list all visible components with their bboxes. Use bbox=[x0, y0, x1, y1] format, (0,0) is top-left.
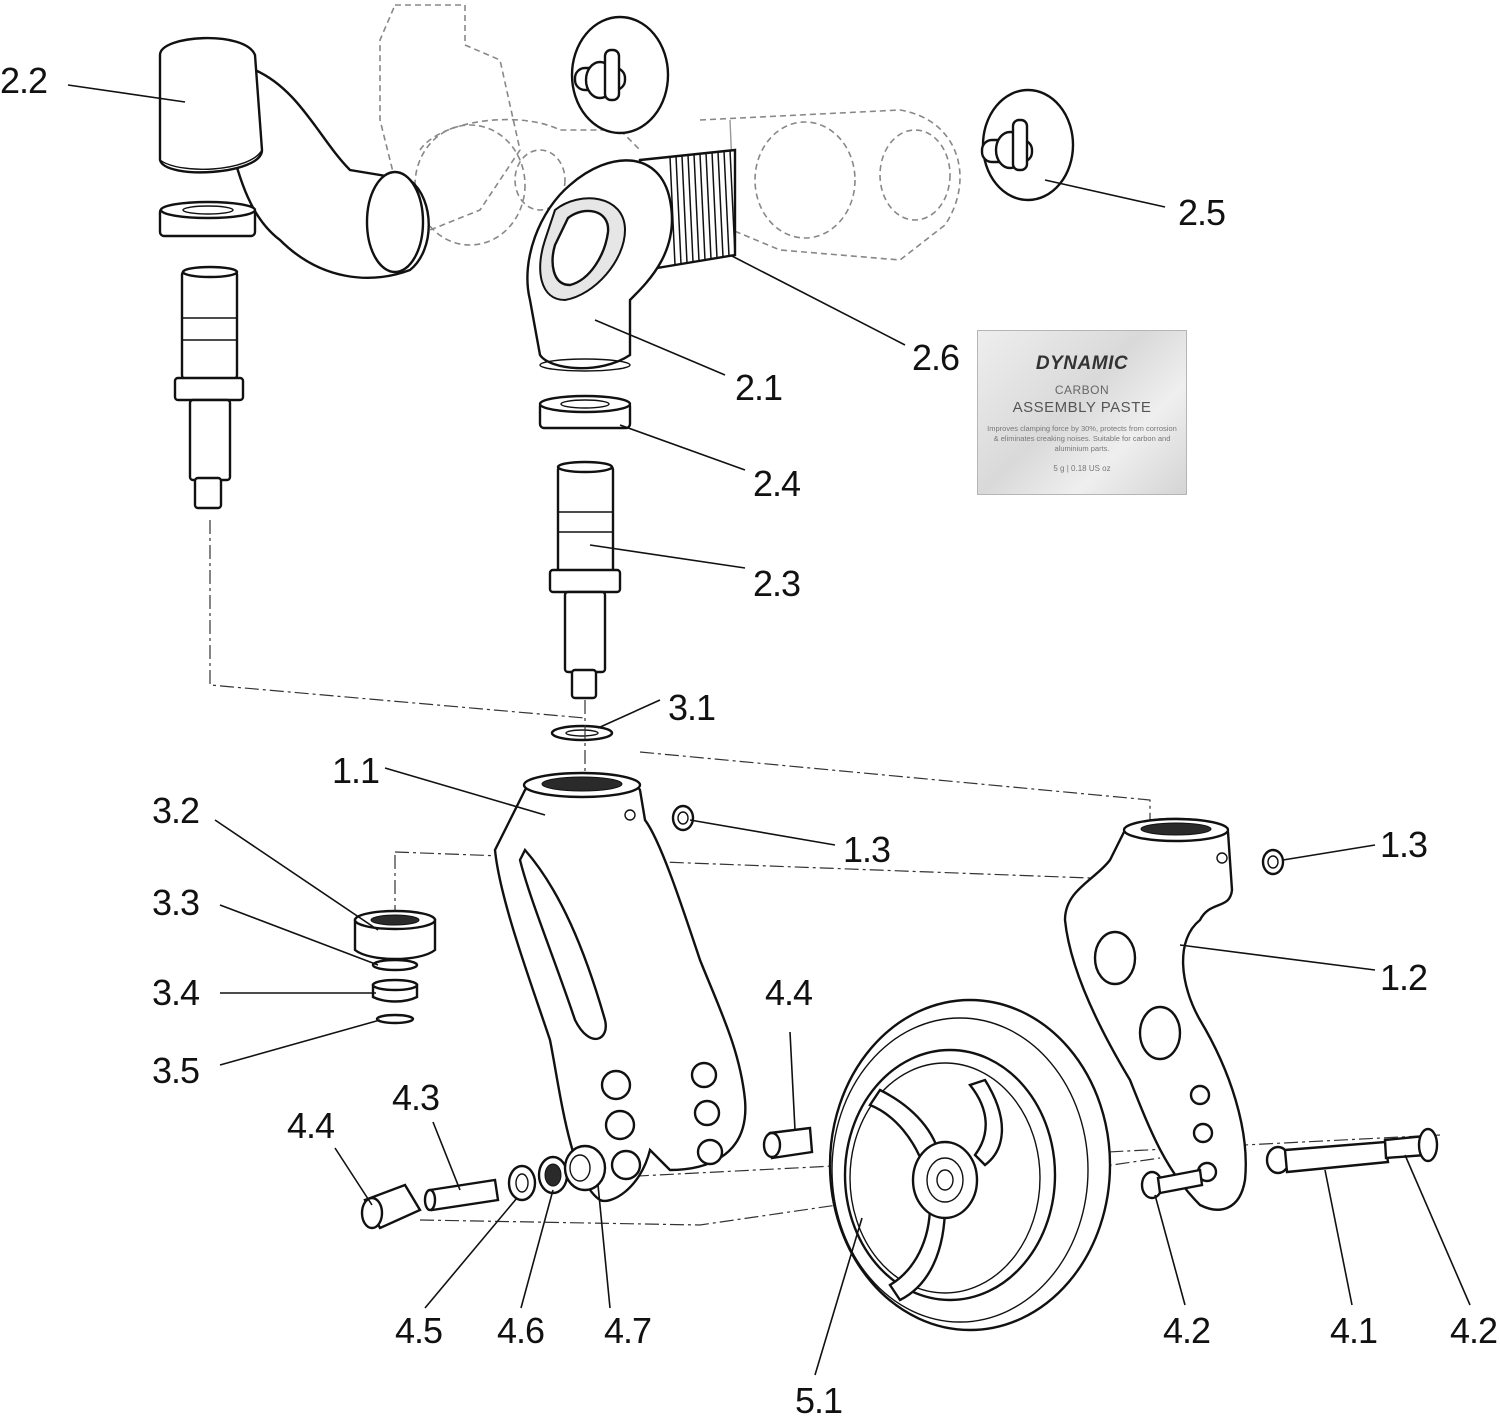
assembly-paste-packet: DYNAMIC CARBON ASSEMBLY PASTE Improves c… bbox=[977, 330, 1187, 495]
collar-2-4 bbox=[538, 394, 632, 430]
label-2-5: 2.5 bbox=[1178, 192, 1225, 233]
post-2-3 bbox=[548, 460, 622, 700]
label-2-4: 2.4 bbox=[753, 463, 800, 504]
leader-lines bbox=[67, 84, 1471, 1376]
nut-1-3-left bbox=[671, 804, 695, 832]
fork-leg-1-2 bbox=[1063, 817, 1247, 1211]
paste-weight: 5 g | 0.18 US oz bbox=[1053, 464, 1111, 473]
axle-4-1 bbox=[1265, 1140, 1390, 1175]
post-left bbox=[173, 265, 245, 510]
callouts: 2.2 2.5 2.6 2.1 2.4 2.3 3.1 1.1 1.3 1.3 … bbox=[0, 60, 1498, 1421]
label-1-3-left: 1.3 bbox=[843, 829, 890, 870]
label-2-3: 2.3 bbox=[753, 563, 800, 604]
paste-brand: DYNAMIC bbox=[1035, 353, 1129, 374]
center-lines bbox=[209, 520, 1441, 1226]
bolt-4-2-left bbox=[1140, 1168, 1204, 1200]
label-1-3-right: 1.3 bbox=[1380, 824, 1427, 865]
label-3-1: 3.1 bbox=[668, 687, 715, 728]
label-4-4-right: 4.4 bbox=[765, 972, 812, 1013]
washer-3-1 bbox=[550, 724, 614, 742]
washer-3-5 bbox=[375, 1013, 415, 1025]
bolt-4-2-right bbox=[1383, 1127, 1439, 1163]
end-cap-top bbox=[570, 15, 670, 135]
axle-4-3 bbox=[423, 1178, 500, 1212]
label-4-2-right: 4.2 bbox=[1450, 1310, 1497, 1351]
grip-2-2 bbox=[158, 36, 430, 279]
label-1-1: 1.1 bbox=[332, 750, 379, 791]
bearing-4-6 bbox=[537, 1155, 569, 1195]
nut-1-3-right bbox=[1261, 848, 1285, 876]
label-4-1: 4.1 bbox=[1330, 1310, 1377, 1351]
nut-3-4 bbox=[371, 978, 419, 1003]
paste-name: ASSEMBLY PASTE bbox=[1012, 399, 1152, 416]
label-2-1: 2.1 bbox=[735, 367, 782, 408]
bearing-4-7 bbox=[563, 1144, 607, 1192]
spacer-4-4-left bbox=[360, 1183, 422, 1230]
label-4-3: 4.3 bbox=[392, 1077, 439, 1118]
label-3-2: 3.2 bbox=[152, 790, 199, 831]
label-1-2: 1.2 bbox=[1380, 957, 1427, 998]
label-4-6: 4.6 bbox=[497, 1310, 544, 1351]
label-4-2-left: 4.2 bbox=[1163, 1310, 1210, 1351]
elbow-stem-2-1 bbox=[526, 159, 674, 372]
wheel-5-1 bbox=[828, 998, 1112, 1332]
collar-left bbox=[158, 200, 257, 238]
label-3-4: 3.4 bbox=[152, 972, 199, 1013]
label-2-6: 2.6 bbox=[912, 337, 959, 378]
label-4-5: 4.5 bbox=[395, 1310, 442, 1351]
label-3-3: 3.3 bbox=[152, 882, 199, 923]
label-4-4-left: 4.4 bbox=[287, 1105, 334, 1146]
label-2-2: 2.2 bbox=[0, 60, 47, 101]
paste-description: Improves clamping force by 30%, protects… bbox=[987, 424, 1177, 453]
end-cap-2-5 bbox=[980, 88, 1075, 202]
spacer-4-4-right bbox=[762, 1126, 814, 1160]
paste-product: CARBON bbox=[1054, 383, 1110, 397]
label-4-7: 4.7 bbox=[604, 1310, 651, 1351]
label-5-1: 5.1 bbox=[795, 1380, 842, 1421]
bearing-3-2 bbox=[353, 909, 437, 961]
washer-4-5 bbox=[507, 1164, 537, 1202]
washer-3-3 bbox=[371, 958, 419, 972]
fork-leg-1-1 bbox=[493, 771, 747, 1203]
label-3-5: 3.5 bbox=[152, 1050, 199, 1091]
